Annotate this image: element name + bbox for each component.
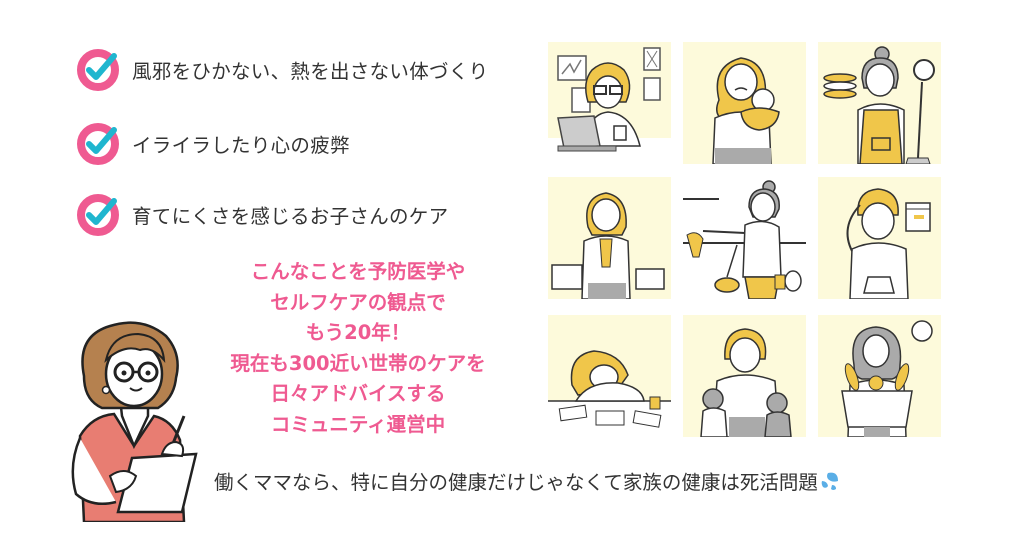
illustration-tired-worker [548, 42, 671, 164]
sweat-drops-icon [821, 472, 838, 490]
checklist-item-label: 育てにくさを感じるお子さんのケア [132, 204, 449, 228]
checkmark-circle-icon [77, 49, 119, 91]
illustration-exhausted-at-desk [548, 315, 671, 437]
checkmark-circle-icon [77, 194, 119, 236]
message-line: もう20年！ [305, 321, 411, 344]
checkmark-circle-icon [77, 123, 119, 165]
illustration-mother-crying-baby [683, 42, 806, 164]
checklist-item: 風邪をひかない、熱を出さない体づくり [76, 46, 488, 92]
teacher-illustration [71, 321, 198, 522]
illustration-woman-grocery-bag [818, 315, 941, 437]
bottom-statement: 働くママなら、特に自分の健康だけじゃなくて家族の健康は死活問題 [214, 466, 840, 495]
checklist-item: 育てにくさを感じるお子さんのケア [76, 191, 448, 237]
message-line: コミュニティ運営中 [270, 412, 446, 436]
illustration-kitchen-mess [683, 177, 806, 299]
message-line: 日々アドバイスする [270, 382, 446, 405]
checklist-item-label: イライラしたり心の疲弊 [132, 133, 350, 157]
checklist-item: イライラしたり心の疲弊 [76, 120, 350, 166]
message-line: セルフケアの観点で [270, 290, 446, 314]
message-line: こんなことを予防医学や [250, 260, 466, 283]
illustration-woman-dishes-broom [818, 42, 941, 164]
highlight-message: こんなことを予防医学や セルフケアの観点で もう20年！ 現在も300近い世帯の… [208, 257, 508, 440]
message-line: 現在も300近い世帯のケアを [230, 351, 486, 375]
illustration-stressed-man-calendar [818, 177, 941, 299]
bottom-statement-text: 働くママなら、特に自分の健康だけじゃなくて家族の健康は死活問題 [214, 471, 818, 494]
illustration-overwhelmed-office-worker [548, 177, 671, 299]
checklist-item-label: 風邪をひかない、熱を出さない体づくり [132, 59, 489, 83]
illustration-mother-phone-kids [683, 315, 806, 437]
